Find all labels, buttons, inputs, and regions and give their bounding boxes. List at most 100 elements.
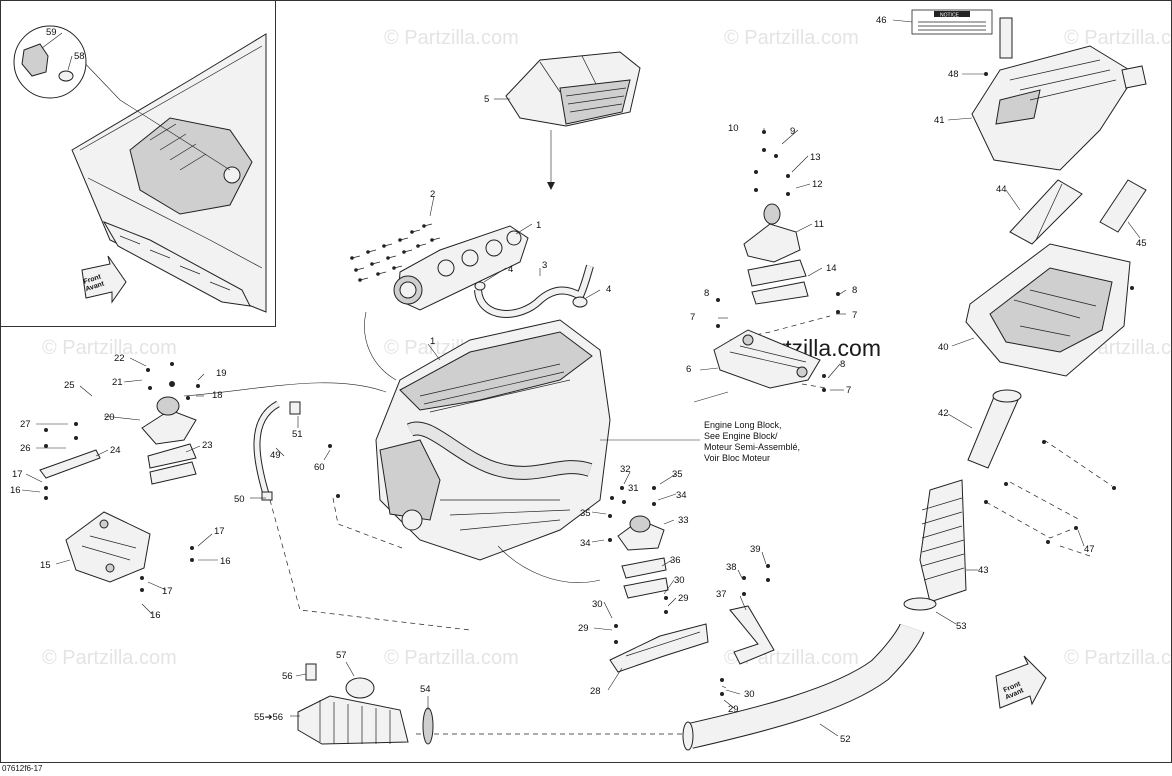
- part-label: 21: [112, 377, 123, 388]
- part-label: 35: [672, 469, 683, 480]
- part-15-engine-support: [65, 511, 151, 583]
- part-label: 37: [716, 589, 727, 600]
- part-3-hose: [474, 264, 594, 318]
- part-label: 30: [674, 575, 685, 586]
- part-label: 41: [934, 115, 945, 126]
- part-label: 16: [220, 556, 231, 567]
- part-label: 23: [202, 440, 213, 451]
- part-label: 31: [628, 483, 639, 494]
- part-label: 3: [542, 260, 547, 271]
- part-label: 12: [812, 179, 823, 190]
- part-label: 29: [578, 623, 589, 634]
- part-label: 53: [956, 621, 967, 632]
- watermark: © Partzilla.com: [724, 27, 859, 49]
- part-label: 8: [704, 288, 709, 299]
- part-label: 55➔56: [254, 712, 283, 723]
- inset-hull-view: [13, 25, 267, 313]
- part-label: 10: [728, 123, 739, 134]
- part-label: 8: [852, 285, 857, 296]
- part-6-engine-mount-bracket: [713, 329, 821, 389]
- part-49-hose: [253, 400, 301, 501]
- part-label: 42: [938, 408, 949, 419]
- part-label: 45: [1136, 238, 1147, 249]
- part-label: 50: [234, 494, 245, 505]
- part-label: 17: [162, 586, 173, 597]
- part-label: 5: [484, 94, 489, 105]
- part-label: 30: [744, 689, 755, 700]
- part-label: 35: [580, 508, 591, 519]
- part-label: 36: [670, 555, 681, 566]
- part-label: 44: [996, 184, 1007, 195]
- part-label: 59: [46, 27, 57, 38]
- engine-callout: Engine Long Block, See Engine Block/ Mot…: [704, 420, 800, 463]
- part-label: 30: [592, 599, 603, 610]
- part-label: 13: [810, 152, 821, 163]
- front-arrow-icon: Front Avant: [995, 655, 1047, 709]
- part-label: 1: [430, 336, 435, 347]
- part-label: 34: [676, 490, 687, 501]
- part-label: 20: [104, 412, 115, 423]
- hardware-fasteners: [44, 72, 1134, 696]
- part-41-airbox-cover: [971, 17, 1147, 171]
- part-label: 16: [150, 610, 161, 621]
- part-label: 49: [270, 450, 281, 461]
- callout-line: Moteur Semi-Assemblé,: [704, 442, 800, 452]
- part-label: 57: [336, 650, 347, 661]
- watermark: © Partzilla.com: [42, 647, 177, 669]
- part-label: 14: [826, 263, 837, 274]
- watermark: © Partzilla.com: [384, 647, 519, 669]
- part-label: 22: [114, 353, 125, 364]
- part-42-tube: [967, 389, 1022, 469]
- part-label: 2: [430, 189, 435, 200]
- part-46-notice-label: NOTICE: [911, 9, 993, 35]
- watermark: © Partzilla.com: [1064, 647, 1172, 669]
- part-label: 16: [10, 485, 21, 496]
- part-label: 17: [12, 469, 23, 480]
- part-label: 6: [686, 364, 691, 375]
- part-label: 33: [678, 515, 689, 526]
- diagram-code: 07612f6-17: [2, 764, 43, 773]
- part-label: 40: [938, 342, 949, 353]
- leader-lines: [21, 19, 1141, 737]
- part-20-rubber-mount: [141, 396, 197, 485]
- part-label: 15: [40, 560, 51, 571]
- part-label: 56: [282, 671, 293, 682]
- part-2-bolts: [350, 223, 441, 282]
- part-40-airbox-base: [965, 243, 1131, 377]
- part-33-rubber-mount: [617, 515, 669, 599]
- watermark: © Partzilla.com: [384, 27, 519, 49]
- notice-title: NOTICE: [940, 13, 960, 19]
- part-label: 39: [750, 544, 761, 555]
- part-43-bellows: [903, 479, 967, 611]
- part-label: 19: [216, 368, 227, 379]
- part-28-engine-support: [609, 623, 709, 673]
- part-label: 29: [728, 704, 739, 715]
- part-label: 11: [814, 219, 824, 230]
- part-label: 8: [840, 359, 845, 370]
- part-24-bracket: [39, 449, 101, 479]
- part-label: 54: [420, 684, 431, 695]
- callout-line: Engine Long Block,: [704, 420, 782, 430]
- part-45-hose: [1099, 179, 1147, 233]
- part-label: 27: [20, 419, 31, 430]
- part-5-engine-cover: [505, 51, 641, 190]
- part-11-engine-mount: [743, 203, 809, 305]
- part-label: 18: [212, 390, 223, 401]
- part-1-intake-manifold: [393, 225, 529, 311]
- part-label: 28: [590, 686, 601, 697]
- engine-long-block: [375, 319, 700, 561]
- part-label: 26: [20, 443, 31, 454]
- part-label: 7: [846, 385, 851, 396]
- part-label: 58: [74, 51, 85, 62]
- callout-line: Voir Bloc Moteur: [704, 453, 770, 463]
- part-label: 32: [620, 464, 631, 475]
- watermark: © Partzilla.com: [1064, 27, 1172, 49]
- watermark: © Partzilla.com: [42, 337, 177, 359]
- part-label: 7: [852, 310, 857, 321]
- part-55-intake-boot: [297, 663, 434, 745]
- part-44-hose: [1009, 179, 1083, 245]
- part-label: 4: [508, 264, 513, 275]
- part-label: 43: [978, 565, 989, 576]
- part-label: 52: [840, 734, 851, 745]
